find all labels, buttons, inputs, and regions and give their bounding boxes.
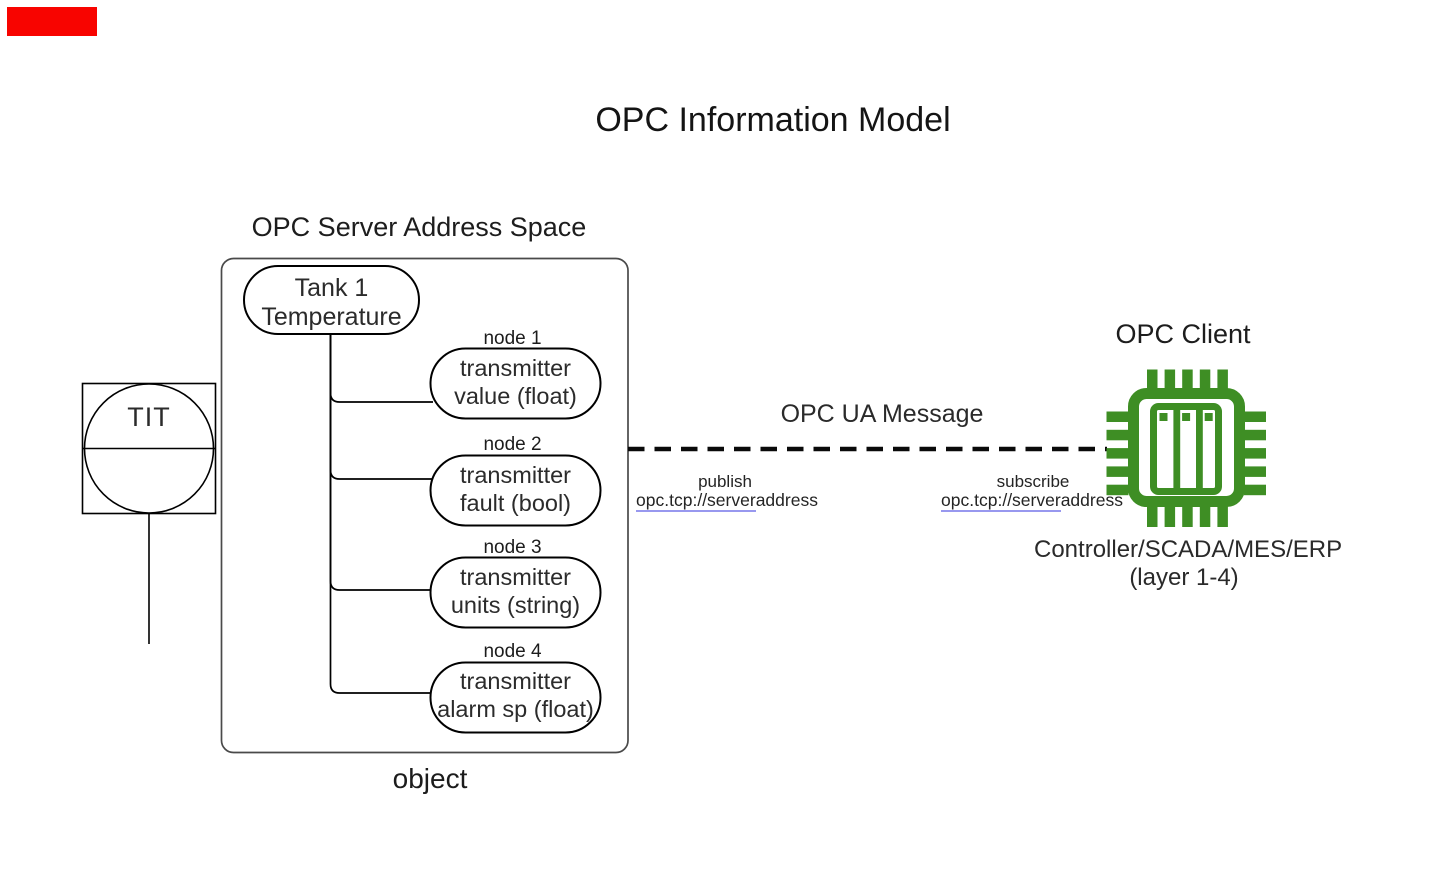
tit-instrument-symbol xyxy=(81,382,217,644)
client-caption-line2: (layer 1-4) xyxy=(1129,564,1239,591)
server-address-space-heading: OPC Server Address Space xyxy=(251,212,587,242)
subscribe-address-rest: address xyxy=(1060,490,1123,510)
node-2-line2: fault (bool) xyxy=(459,489,572,516)
connector-node-1 xyxy=(329,334,433,403)
publish-address-link[interactable]: opc.tcp://server xyxy=(636,490,756,512)
opc-client-heading: OPC Client xyxy=(1115,319,1251,349)
red-annotation-box xyxy=(7,7,97,36)
node-4-line2: alarm sp (float) xyxy=(437,695,594,722)
node-1-line2: value (float) xyxy=(454,382,577,409)
node-1-text: transmitter value (float) xyxy=(430,355,601,410)
node-2-text: transmitter fault (bool) xyxy=(430,462,601,517)
node-4-label: node 4 xyxy=(483,641,542,662)
node-1-line1: transmitter xyxy=(460,355,571,381)
node-1-shape xyxy=(429,347,602,420)
connector-node-4 xyxy=(329,334,433,694)
subscribe-address-link[interactable]: opc.tcp://server xyxy=(941,490,1061,512)
publish-address-rest: address xyxy=(755,490,818,510)
chip-icon xyxy=(1106,369,1266,527)
tree-connectors xyxy=(329,334,433,694)
tank-node-line1: Tank 1 xyxy=(294,274,369,302)
tank-node-line2: Temperature xyxy=(261,302,402,331)
publish-label: publish xyxy=(698,472,752,491)
node-4-line1: transmitter xyxy=(460,668,571,694)
connector-node-2 xyxy=(329,334,433,480)
subscribe-label: subscribe xyxy=(996,472,1070,491)
connector-node-3 xyxy=(329,334,433,591)
subscribe-address: opc.tcp://serveraddress xyxy=(932,490,1132,512)
client-caption-line1: Controller/SCADA/MES/ERP xyxy=(1034,536,1343,563)
node-1-label: node 1 xyxy=(483,328,542,349)
page-title: OPC Information Model xyxy=(595,101,951,139)
tank-node-shape xyxy=(243,265,420,335)
node-3-shape xyxy=(429,556,602,629)
publish-address: opc.tcp://serveraddress xyxy=(627,490,827,512)
node-4-shape xyxy=(429,661,602,734)
node-2-label: node 2 xyxy=(483,434,542,455)
opc-ua-message-label: OPC UA Message xyxy=(780,400,984,428)
tank-node-text: Tank 1 Temperature xyxy=(245,274,418,331)
node-4-text: transmitter alarm sp (float) xyxy=(430,668,601,723)
node-3-text: transmitter units (string) xyxy=(430,564,601,619)
node-3-line1: transmitter xyxy=(460,564,571,590)
node-2-shape xyxy=(429,454,602,527)
server-container-box xyxy=(220,257,629,754)
node-3-line2: units (string) xyxy=(450,591,581,618)
object-label: object xyxy=(392,763,468,794)
node-2-line1: transmitter xyxy=(460,462,571,488)
node-3-label: node 3 xyxy=(483,537,542,558)
instrument-tag-label: TIT xyxy=(127,402,171,432)
